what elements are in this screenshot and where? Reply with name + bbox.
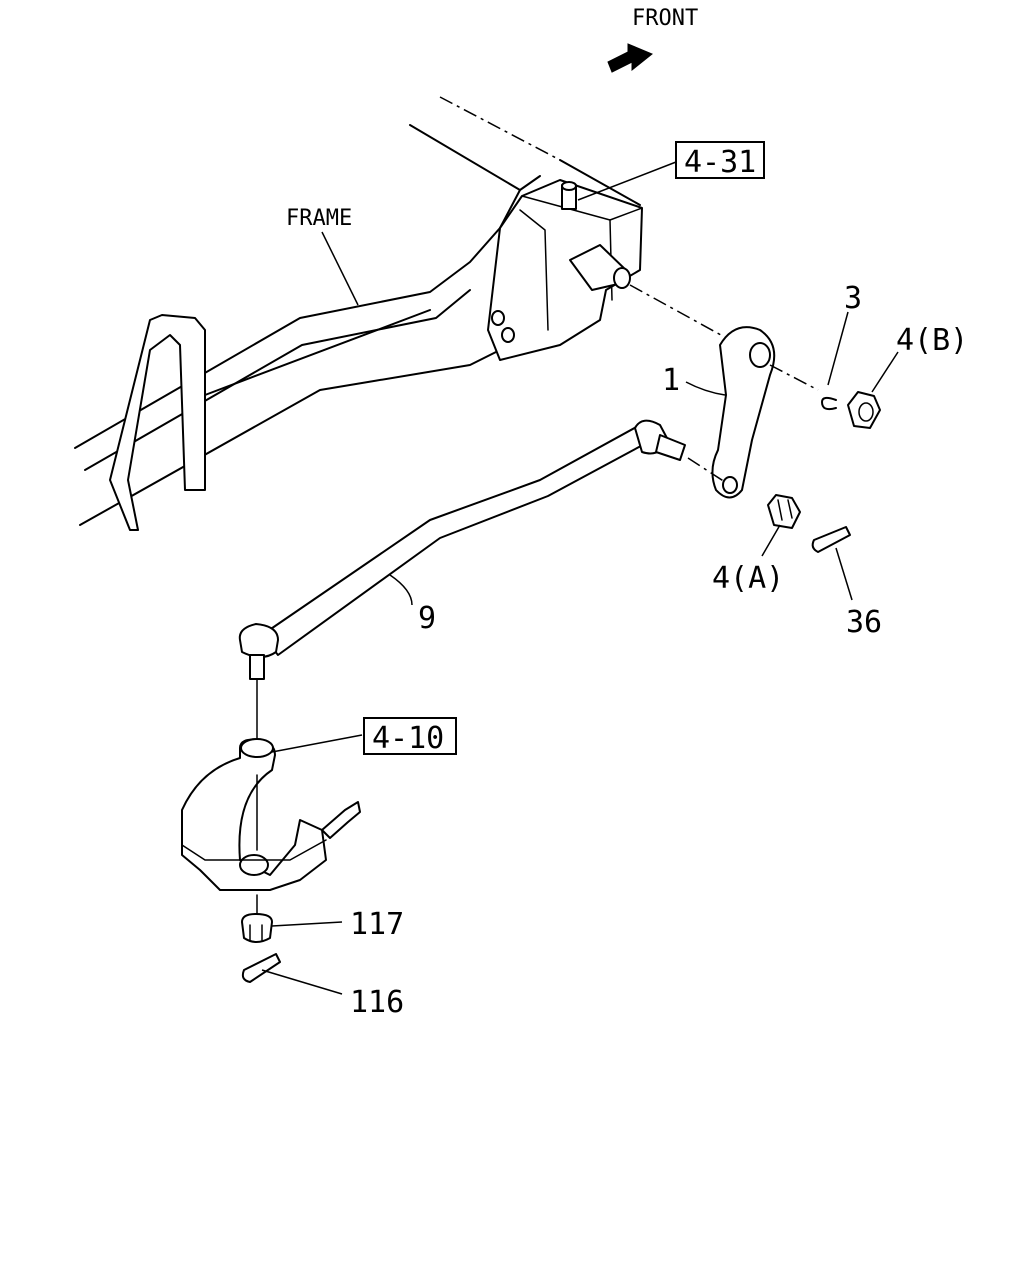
part1-label: 1 xyxy=(662,363,680,398)
part3-label: 3 xyxy=(844,281,862,316)
castle-nut-part4a xyxy=(767,494,801,529)
ref-431-box xyxy=(675,141,765,179)
arm-centerline xyxy=(769,364,819,391)
snap-ring-part3 xyxy=(821,396,837,411)
part1-leader xyxy=(685,381,726,396)
part9-label: 9 xyxy=(418,601,436,636)
front-direction-arrow-icon xyxy=(607,43,653,73)
drag-link-rod xyxy=(238,419,686,680)
part36-leader xyxy=(835,547,853,601)
pitman-arm xyxy=(711,326,776,499)
ref-431-leader xyxy=(577,161,677,201)
part36-label: 36 xyxy=(846,605,882,640)
cotter-pin-part36 xyxy=(811,526,851,553)
part117-label: 117 xyxy=(350,907,404,942)
nut-part4b xyxy=(847,391,881,429)
shaft-centerline xyxy=(629,284,731,341)
part4b-label: 4(B) xyxy=(896,323,968,358)
part4b-leader xyxy=(871,351,899,393)
castle-nut-part117 xyxy=(241,913,273,943)
frame-leader xyxy=(321,231,359,306)
front-label: FRONT xyxy=(632,6,698,31)
part4a-leader xyxy=(761,524,781,557)
steering-gear-box xyxy=(487,179,643,361)
part4a-label: 4(A) xyxy=(712,561,784,596)
ref-410-leader xyxy=(271,734,363,753)
part116-label: 116 xyxy=(350,985,404,1020)
frame-rail xyxy=(74,96,641,531)
part117-leader xyxy=(271,921,343,927)
part3-leader xyxy=(827,311,849,386)
cotter-pin-part116 xyxy=(241,953,281,983)
part9-leader xyxy=(389,574,413,606)
knuckle-arm xyxy=(181,738,361,891)
ref-431-label: 4-31 xyxy=(684,145,756,180)
link-centerline xyxy=(687,457,726,483)
frame-label: FRAME xyxy=(286,206,352,231)
ref-410-label: 4-10 xyxy=(372,721,444,756)
ref-410-box xyxy=(363,717,457,755)
part116-leader xyxy=(261,969,343,995)
